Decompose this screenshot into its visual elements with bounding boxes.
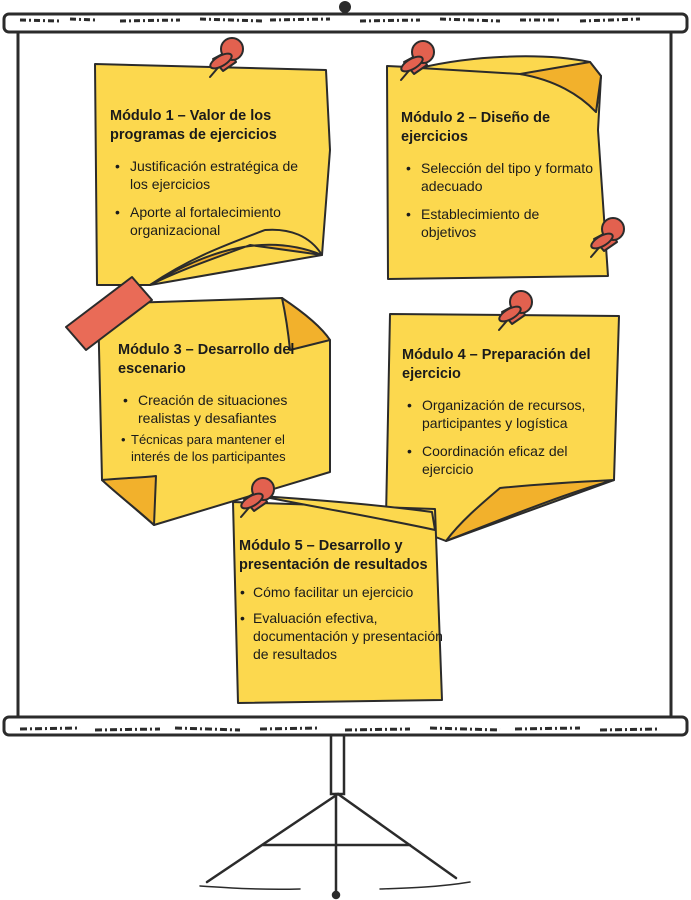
module-title: Módulo 4 – Preparación del ejercicio xyxy=(402,347,591,382)
module-3-card: Módulo 3 – Desarrollo del escenario Crea… xyxy=(118,341,323,475)
tripod-icon xyxy=(199,732,471,900)
module-item: Técnicas para mantener el interés de los… xyxy=(118,431,323,465)
module-item: Creación de situaciones realistas y desa… xyxy=(118,391,323,427)
module-item: Aporte al fortalecimiento organizacional xyxy=(110,203,315,239)
module-items: Cómo facilitar un ejercicio Evaluación e… xyxy=(239,583,444,663)
module-item: Coordinación eficaz del ejercicio xyxy=(402,442,617,478)
module-5-card: Módulo 5 – Desarrollo y presentación de … xyxy=(239,537,444,671)
module-item: Justificación estratégica de los ejercic… xyxy=(110,157,315,193)
module-item: Cómo facilitar un ejercicio xyxy=(239,583,444,601)
module-title: Módulo 2 – Diseño de ejercicios xyxy=(401,110,551,145)
module-title: Módulo 1 – Valor de los programas de eje… xyxy=(110,108,277,143)
module-2-card: Módulo 2 – Diseño de ejercicios Selecció… xyxy=(401,109,596,251)
module-4-card: Módulo 4 – Preparación del ejercicio Org… xyxy=(402,346,617,488)
module-items: Organización de recursos, participantes … xyxy=(402,396,617,478)
module-item: Evaluación efectiva, documentación y pre… xyxy=(239,609,444,663)
module-item: Selección del tipo y formato adecuado xyxy=(401,159,596,195)
module-items: Creación de situaciones realistas y desa… xyxy=(118,391,323,465)
tape-strip-icon xyxy=(65,276,153,351)
module-items: Justificación estratégica de los ejercic… xyxy=(110,157,315,239)
module-title: Módulo 3 – Desarrollo del escenario xyxy=(118,342,295,377)
module-items: Selección del tipo y formato adecuado Es… xyxy=(401,159,596,241)
module-1-card: Módulo 1 – Valor de los programas de eje… xyxy=(110,107,315,249)
module-item: Establecimiento de objetivos xyxy=(401,205,596,241)
module-title: Módulo 5 – Desarrollo y presentación de … xyxy=(239,538,428,573)
module-item: Organización de recursos, participantes … xyxy=(402,396,617,432)
